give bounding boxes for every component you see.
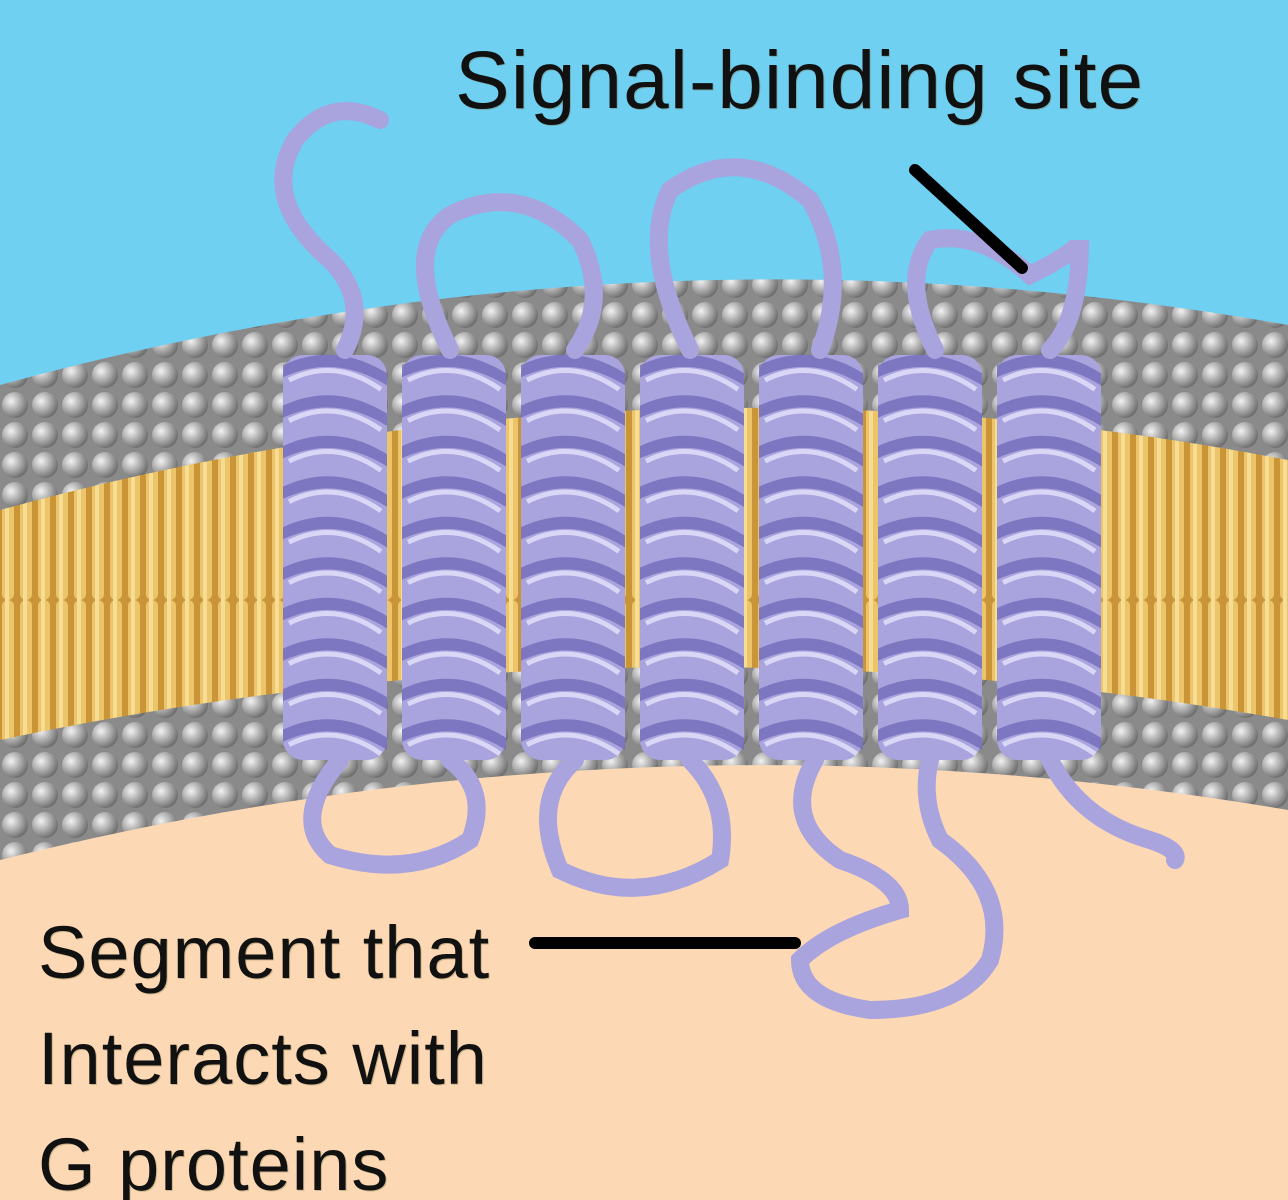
intracellular-loop-3 xyxy=(790,751,1004,1020)
transmembrane-helix-4 xyxy=(640,354,744,760)
g-protein-segment-label: Segment that Interacts with G proteins xyxy=(38,900,490,1200)
cytoplasm xyxy=(0,700,1288,1200)
n-terminus-loop xyxy=(274,102,389,359)
signal-binding-pointer xyxy=(909,164,1028,274)
segment-label-line-1: Segment that xyxy=(38,911,491,994)
segment-label-line-2: Interacts with xyxy=(38,1017,488,1100)
segment-label-line-3: G proteins xyxy=(38,1123,390,1200)
transmembrane-helix-3 xyxy=(521,354,625,760)
signal-binding-site-label: Signal-binding site xyxy=(455,35,1145,126)
transmembrane-helices xyxy=(283,354,1101,760)
transmembrane-helix-6 xyxy=(878,354,982,760)
intracellular-loops xyxy=(303,751,1185,1020)
transmembrane-helix-5 xyxy=(759,354,863,760)
intracellular-loop-2 xyxy=(539,751,731,897)
transmembrane-helix-1 xyxy=(283,354,387,760)
transmembrane-helix-7 xyxy=(997,354,1101,760)
extracellular-loop-1 xyxy=(416,193,603,359)
transmembrane-helix-2 xyxy=(402,354,506,760)
intracellular-loop-1 xyxy=(303,751,486,874)
c-terminus-tail xyxy=(1041,751,1185,869)
extracellular-loop-2 xyxy=(649,158,842,359)
